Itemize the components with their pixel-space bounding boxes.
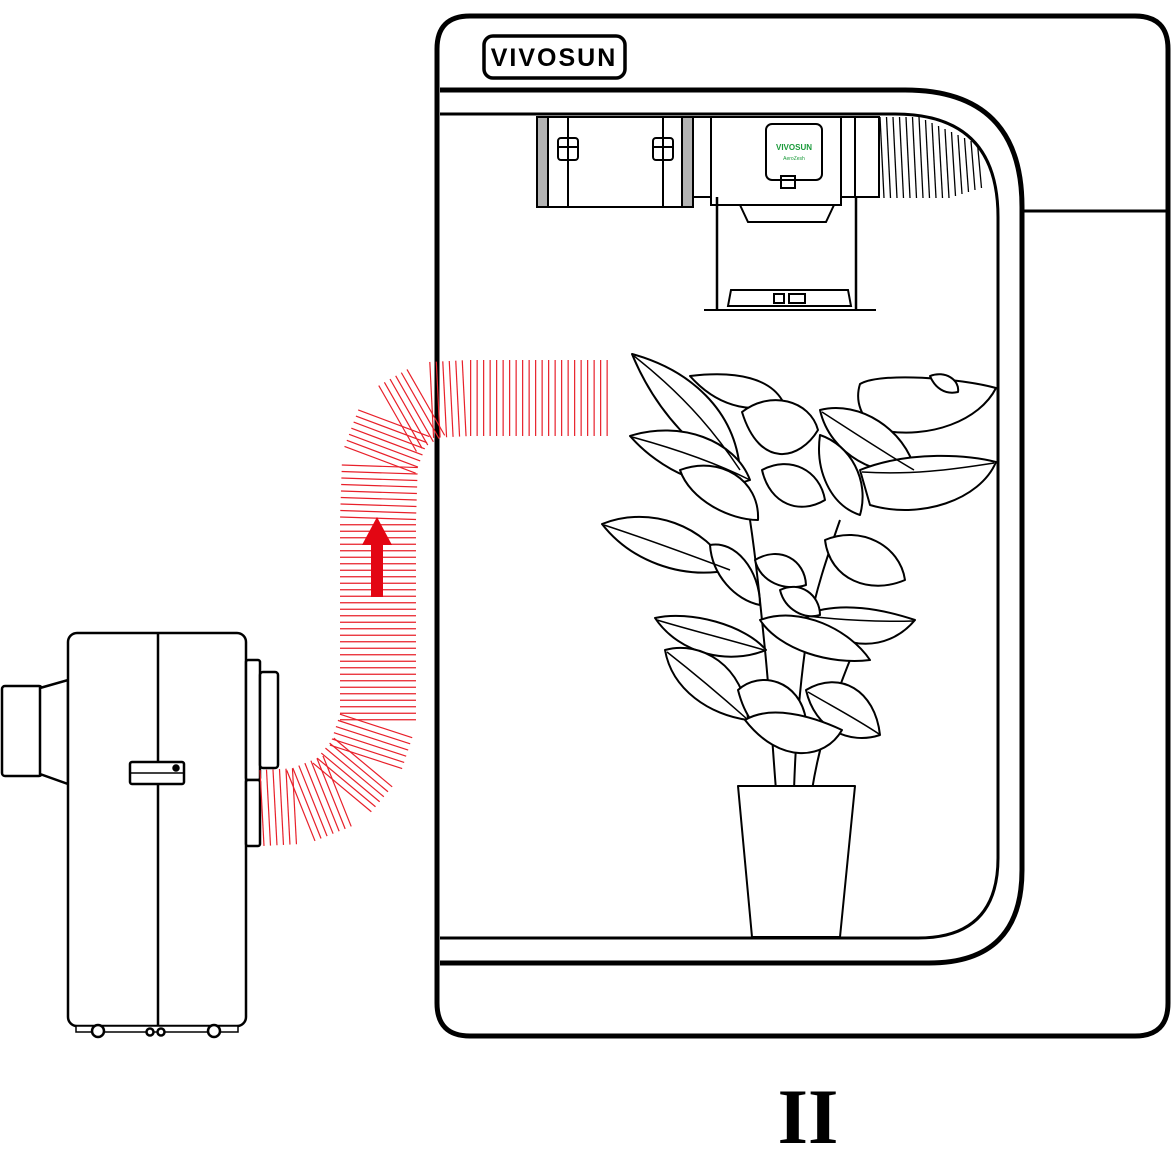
exhaust-duct-rib — [957, 134, 963, 195]
duct-rib — [461, 360, 467, 437]
duct-rib — [310, 760, 340, 832]
duct-rib — [340, 516, 417, 521]
portable-ac — [0, 631, 280, 1039]
duct-rib — [331, 738, 405, 763]
step-label: II — [778, 1073, 839, 1160]
grow-tent — [434, 13, 1171, 1039]
duct-rib — [292, 767, 322, 839]
exhaust-duct-rib — [905, 116, 911, 199]
duct-rib — [340, 503, 417, 508]
duct-rib — [341, 477, 418, 482]
fan-badge-brand: VIVOSUN — [776, 143, 812, 152]
duct-rib — [291, 768, 298, 845]
duct-rib — [455, 360, 461, 437]
ac-wheel — [90, 1023, 106, 1039]
duct-rib — [325, 747, 385, 798]
fan-controller — [704, 289, 876, 311]
intake-flex-duct — [259, 360, 608, 846]
duct-rib — [429, 361, 435, 438]
duct-rib — [265, 769, 272, 846]
exhaust-duct-rib — [918, 116, 924, 199]
duct-rib — [333, 737, 393, 788]
duct-rib — [448, 360, 454, 437]
tent-inner-window — [440, 112, 1000, 940]
exhaust-duct-rib — [879, 116, 885, 199]
exhaust-duct — [879, 116, 983, 199]
vivosun-logo: VIVOSUN — [482, 34, 627, 80]
ac-intake-adapter — [38, 678, 70, 786]
exhaust-duct-rib — [944, 128, 950, 199]
ac-intake-collar — [0, 684, 44, 778]
duct-rib — [340, 496, 417, 501]
plant — [601, 353, 997, 938]
duct-rib — [272, 769, 278, 846]
exhaust-duct-rib — [950, 131, 957, 197]
duct-rib — [320, 752, 381, 803]
exhaust-duct-rib — [963, 137, 970, 193]
exhaust-duct-rib — [885, 116, 892, 199]
duct-rib — [341, 483, 418, 488]
exhaust-duct-rib — [970, 140, 976, 191]
tent-outer-frame — [434, 13, 1171, 1039]
tent-door-frame — [440, 87, 1025, 966]
plant-midribs — [603, 355, 995, 735]
duct-rib — [335, 725, 409, 751]
brand-logo-text: VIVOSUN — [491, 44, 618, 72]
duct-rib — [355, 415, 428, 444]
duct-rib — [406, 369, 446, 436]
duct-rib — [378, 385, 417, 452]
exhaust-duct-rib — [924, 119, 931, 199]
duct-rib — [351, 427, 423, 456]
exhaust-duct-rib — [892, 116, 898, 199]
duct-rib — [337, 719, 411, 745]
duct-rib — [341, 464, 418, 469]
exhaust-duct-rib — [937, 125, 944, 199]
airflow-arrow — [362, 517, 392, 597]
carbon-filter — [536, 116, 694, 208]
duct-rib — [329, 744, 403, 770]
inline-fan-assembly: VIVOSUN AeroZesh — [536, 116, 983, 311]
duct-rib — [389, 378, 429, 446]
duct-rib — [383, 381, 423, 449]
duct-rib — [340, 509, 417, 514]
duct-rib — [316, 757, 376, 808]
ac-wheel — [206, 1023, 222, 1039]
ac-exhaust-port — [244, 658, 262, 782]
exhaust-duct-rib — [911, 116, 918, 199]
duct-rib — [286, 770, 316, 842]
duct-rib — [312, 762, 372, 813]
duct-rib — [346, 439, 419, 468]
duct-rib — [298, 765, 328, 837]
duct-rib — [348, 433, 421, 462]
duct-rib — [340, 490, 417, 495]
duct-rib — [285, 768, 291, 845]
duct-rib — [304, 762, 334, 834]
duct-rib — [339, 713, 413, 739]
duct-rib — [357, 409, 430, 438]
duct-rib — [278, 768, 285, 845]
plant-pot — [737, 785, 856, 938]
duct-rib — [344, 445, 416, 474]
duct-rib — [341, 470, 418, 475]
duct-rib — [329, 742, 389, 793]
duct-rib — [333, 732, 407, 757]
duct-rib — [259, 770, 265, 846]
exhaust-duct-rib — [931, 122, 937, 199]
exhaust-duct-rib — [898, 116, 905, 199]
exhaust-duct-rib — [976, 143, 983, 189]
inline-fan: VIVOSUN AeroZesh — [692, 116, 880, 223]
fan-badge-model: AeroZesh — [783, 156, 805, 162]
duct-rib — [442, 361, 448, 438]
duct-rib — [395, 375, 434, 443]
plant-leaves — [601, 353, 997, 755]
duct-rib — [435, 361, 441, 438]
